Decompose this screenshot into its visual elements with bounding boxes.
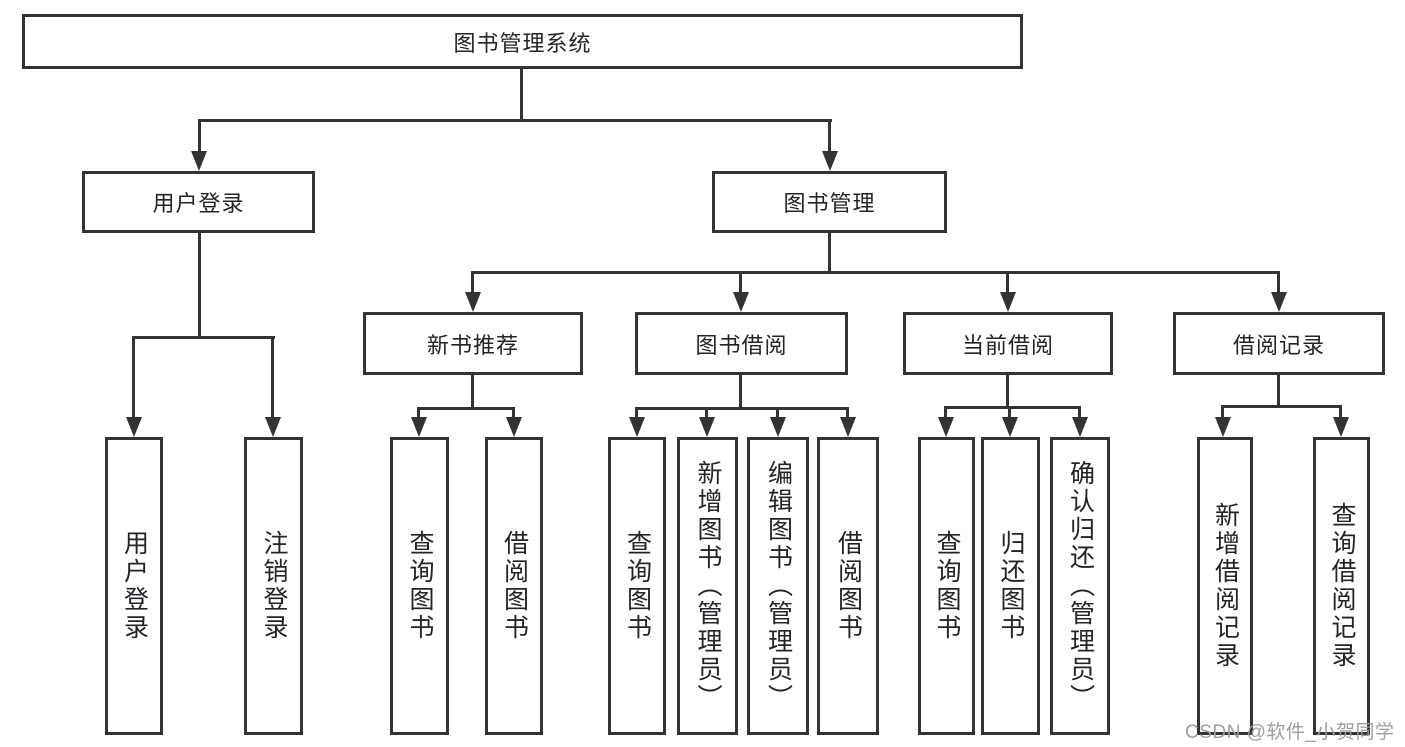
connector-drop-nb-borrow xyxy=(512,407,515,418)
leaf-current-confirm-return-admin: 确认归还（管理员） xyxy=(1050,437,1110,735)
connector-drop-borrow-records xyxy=(1277,271,1280,293)
connector-bookmgmt-horizontal xyxy=(471,271,1280,274)
leaf-borrow-edit-books-admin: 编辑图书（管理员） xyxy=(747,437,809,735)
leaf-current-query-books: 查询图书 xyxy=(918,437,975,735)
connector-drop-book-management xyxy=(828,119,831,152)
node-current-borrow: 当前借阅 xyxy=(903,312,1113,375)
arrowhead-cb-query xyxy=(938,417,954,437)
leaf-user-login: 用户登录 xyxy=(105,437,163,735)
connector-drop-cb-query xyxy=(944,406,947,418)
arrowhead-leaf-user-login xyxy=(126,417,142,437)
arrowhead-leaf-logout xyxy=(265,417,281,437)
connector-userlogin-stem xyxy=(198,233,201,336)
arrowhead-bb-edit xyxy=(770,417,786,437)
leaf-logout: 注销登录 xyxy=(244,437,303,735)
connector-drop-br-add xyxy=(1221,405,1224,418)
connector-drop-bb-borrow xyxy=(846,407,849,418)
node-book-borrow: 图书借阅 xyxy=(635,312,848,375)
connector-drop-new-book xyxy=(471,271,474,293)
leaf-borrow-query-books: 查询图书 xyxy=(608,437,666,735)
arrowhead-book-borrow xyxy=(733,292,749,312)
connector-drop-user-login xyxy=(198,119,201,152)
connector-currentborrow-stem xyxy=(1006,375,1009,406)
connector-drop-cb-return xyxy=(1008,406,1011,418)
arrowhead-cb-return xyxy=(1002,417,1018,437)
connector-newbook-horizontal xyxy=(417,407,515,410)
connector-root-horizontal xyxy=(198,119,832,122)
leaf-records-query-borrow-record: 查询借阅记录 xyxy=(1313,437,1370,735)
node-user-login: 用户登录 xyxy=(82,171,315,233)
connector-drop-bb-add xyxy=(705,407,708,418)
connector-drop-leaf-user-login xyxy=(132,336,135,418)
connector-records-horizontal xyxy=(1221,405,1342,408)
leaf-current-return-books: 归还图书 xyxy=(981,437,1040,735)
connector-drop-nb-query xyxy=(417,407,420,418)
connector-drop-br-query xyxy=(1339,405,1342,418)
leaf-newbook-query-books: 查询图书 xyxy=(390,437,449,735)
leaf-borrow-add-books-admin: 新增图书（管理员） xyxy=(677,437,738,735)
connector-drop-cb-confirm xyxy=(1078,406,1081,418)
arrowhead-br-add xyxy=(1215,417,1231,437)
connector-bookborrow-stem xyxy=(739,375,742,407)
arrowhead-user-login xyxy=(191,151,207,171)
node-borrow-records: 借阅记录 xyxy=(1173,312,1385,375)
connector-bookborrow-horizontal xyxy=(635,407,849,410)
arrowhead-bb-query xyxy=(629,417,645,437)
connector-records-stem xyxy=(1277,375,1280,405)
arrowhead-new-book xyxy=(465,292,481,312)
connector-bookmgmt-stem xyxy=(828,233,831,271)
connector-root-stem xyxy=(520,69,523,119)
arrowhead-bb-borrow xyxy=(840,417,856,437)
node-new-book-recommend: 新书推荐 xyxy=(363,312,583,375)
leaf-records-add-borrow-record: 新增借阅记录 xyxy=(1197,437,1253,735)
csdn-watermark: CSDN @软件_小贺同学 xyxy=(1185,722,1395,743)
leaf-borrow-borrow-books: 借阅图书 xyxy=(817,437,879,735)
arrowhead-book-management xyxy=(822,151,838,171)
connector-drop-current-borrow xyxy=(1006,271,1009,293)
arrowhead-nb-borrow xyxy=(506,417,522,437)
connector-newbook-stem xyxy=(471,375,474,407)
connector-drop-bb-query xyxy=(635,407,638,418)
arrowhead-borrow-records xyxy=(1271,292,1287,312)
arrowhead-cb-confirm xyxy=(1072,417,1088,437)
connector-userlogin-horizontal xyxy=(133,336,275,339)
arrowhead-bb-add xyxy=(699,417,715,437)
node-book-management: 图书管理 xyxy=(712,171,947,233)
arrowhead-br-query xyxy=(1333,417,1349,437)
connector-currentborrow-horizontal xyxy=(944,406,1081,409)
arrowhead-current-borrow xyxy=(1000,292,1016,312)
node-root-library-management-system: 图书管理系统 xyxy=(22,14,1023,69)
connector-drop-bb-edit xyxy=(776,407,779,418)
connector-drop-leaf-logout xyxy=(271,336,274,418)
leaf-newbook-borrow-books: 借阅图书 xyxy=(485,437,543,735)
connector-drop-book-borrow xyxy=(739,271,742,293)
arrowhead-nb-query xyxy=(411,417,427,437)
